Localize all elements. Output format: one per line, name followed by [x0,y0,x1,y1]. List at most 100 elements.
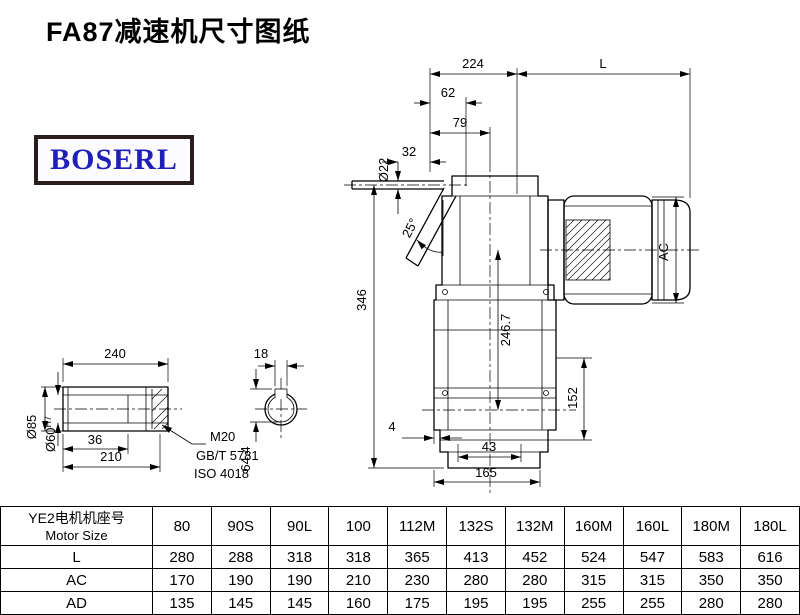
value-cell: 547 [622,545,683,569]
shaft-detail-view: 240 Ø85 Ø60H7 36 210 M20 GB/T [24,346,259,481]
dim-label-79: 79 [453,115,467,130]
dim-label-210: 210 [100,449,122,464]
thread-label-m20: M20 [210,429,235,444]
dim-label-240: 240 [104,346,126,361]
value-cell: 255 [622,591,683,615]
dim-label-36: 36 [88,432,102,447]
motor-size-cell: 90S [210,506,271,546]
housing-ribs [434,195,556,453]
table-header-en: Motor Size [45,527,108,543]
dim-label-43: 43 [482,439,496,454]
value-cell: 175 [387,591,448,615]
thread-label-iso: ISO 4018 [194,466,249,481]
table-header-label: YE2电机机座号 Motor Size [0,506,153,546]
dim-AC: AC [652,196,684,304]
value-cell: 350 [740,568,800,592]
row-label: AC [0,568,153,592]
value-cell: 288 [210,545,271,569]
value-cell: 190 [269,568,330,592]
value-cell: 280 [740,591,800,615]
value-cell: 135 [152,591,212,615]
dim-label-246_7: 246.7 [498,314,513,347]
dim-dia22: Ø22 [376,158,401,214]
dim-label-18: 18 [254,346,268,361]
value-cell: 280 [504,568,565,592]
thread-callout: M20 GB/T 5781 ISO 4018 [161,424,259,481]
thread-label-gbt: GB/T 5781 [196,448,259,463]
value-cell: 315 [563,568,624,592]
dim-label-L: L [599,56,606,71]
value-cell: 318 [269,545,330,569]
value-cell: 280 [152,545,212,569]
dim-62: 62 [414,85,482,186]
value-cell: 413 [446,545,506,569]
value-cell: 190 [210,568,271,592]
value-cell: 210 [328,568,389,592]
motor-size-cell: 80 [152,506,212,546]
main-view: 224 L 62 79 32 Ø22 2 [344,56,702,494]
value-cell: 350 [681,568,742,592]
dim-dia60H7: Ø60H7 [43,372,61,452]
row-label: AD [0,591,153,615]
value-cell: 255 [563,591,624,615]
dim-210: 210 [63,434,161,472]
value-cell: 524 [563,545,624,569]
motor-hatch-block [565,219,611,281]
table-header-cn: YE2电机机座号 [28,509,125,526]
motor-size-cell: 90L [269,506,330,546]
dim-label-dia22: Ø22 [376,158,391,183]
dim-label-152: 152 [565,387,580,409]
dim-246_7: 246.7 [495,250,513,410]
dim-18: 18 [254,346,304,386]
value-cell: 616 [740,545,800,569]
value-cell: 230 [387,568,448,592]
motor-size-cell: 180M [681,506,742,546]
shaft-details [63,387,169,431]
value-cell: 145 [269,591,330,615]
value-cell: 195 [504,591,565,615]
value-cell: 318 [328,545,389,569]
value-cell: 280 [681,591,742,615]
dim-4: 4 [388,419,462,444]
value-cell: 160 [328,591,389,615]
value-cell: 452 [504,545,565,569]
bore-detail-view: 18 64.4 [238,346,307,472]
page-title: FA87减速机尺寸图纸 [46,17,311,47]
hollow-shaft-body [62,386,169,432]
angled-input-boss [405,187,457,267]
logo-box: BOSERL [34,135,194,185]
value-cell: 195 [446,591,506,615]
value-cell: 170 [152,568,212,592]
value-cell: 315 [622,568,683,592]
dim-label-32: 32 [402,144,416,159]
motor-size-cell: 132S [446,506,506,546]
dim-L: L [517,56,691,198]
dim-label-dia85: Ø85 [24,415,39,440]
keyway [274,388,288,398]
motor-size-cell: 180L [740,506,800,546]
value-cell: 365 [387,545,448,569]
motor-size-cell: 112M [387,506,448,546]
dim-label-dia60H7: Ø60H7 [43,416,58,452]
dim-label-AC: AC [656,243,671,261]
dim-label-224: 224 [462,56,484,71]
dim-label-62: 62 [441,85,455,100]
dim-label-346: 346 [354,289,369,311]
value-cell: 583 [681,545,742,569]
gearbox-housing [433,175,557,469]
dim-224: 224 [429,56,518,194]
dim-32: 32 [382,144,446,165]
dim-240: 240 [62,346,169,382]
motor-size-cell: 100 [328,506,389,546]
motor-size-cell: 132M [504,506,565,546]
dim-64_4: 64.4 [238,369,281,472]
row-label: L [0,545,153,569]
motor-size-cell: 160L [622,506,683,546]
